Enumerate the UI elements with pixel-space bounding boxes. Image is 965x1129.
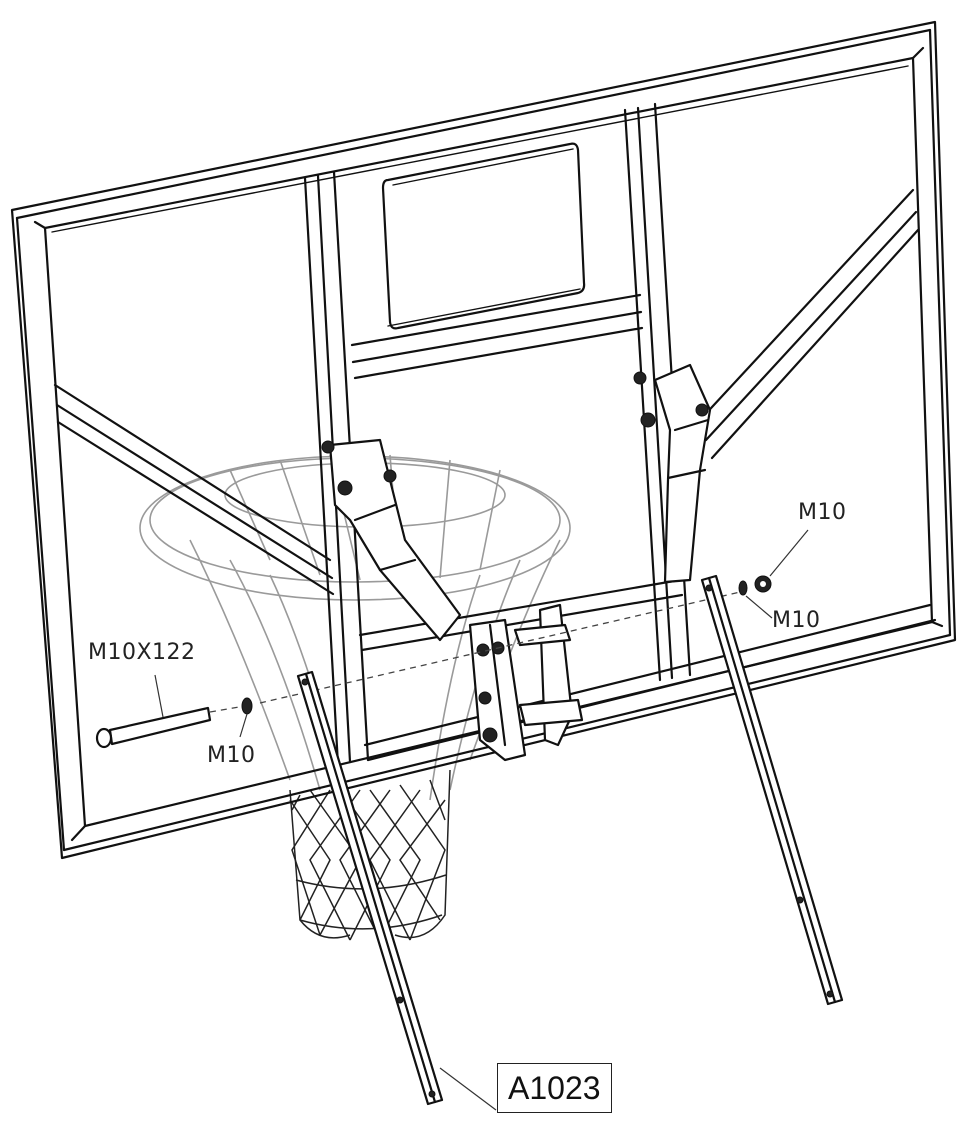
washer-left (241, 697, 253, 715)
leader-washer-left (239, 713, 248, 738)
callout-washer-m10-right: M10 (772, 608, 821, 633)
alignment-line (209, 591, 741, 713)
nut-right (754, 575, 772, 593)
callout-nut-m10: M10 (798, 500, 847, 525)
rim-mount-arms (321, 363, 712, 642)
center-bracket (468, 603, 584, 762)
leader-part-a1023 (439, 1067, 497, 1111)
backboard (10, 20, 957, 860)
leader-nut-right (769, 529, 809, 577)
callout-washer-m10-left: M10 (207, 743, 256, 768)
callout-bolt-m10x122: M10X122 (88, 640, 196, 665)
bolt-m10x122 (95, 706, 212, 749)
washer-right (738, 580, 748, 596)
leader-washer-right (745, 595, 773, 619)
support-brace-left (296, 670, 444, 1106)
part-number-label: A1023 (497, 1063, 612, 1113)
support-brace-right (700, 574, 844, 1006)
leader-bolt (154, 674, 164, 718)
